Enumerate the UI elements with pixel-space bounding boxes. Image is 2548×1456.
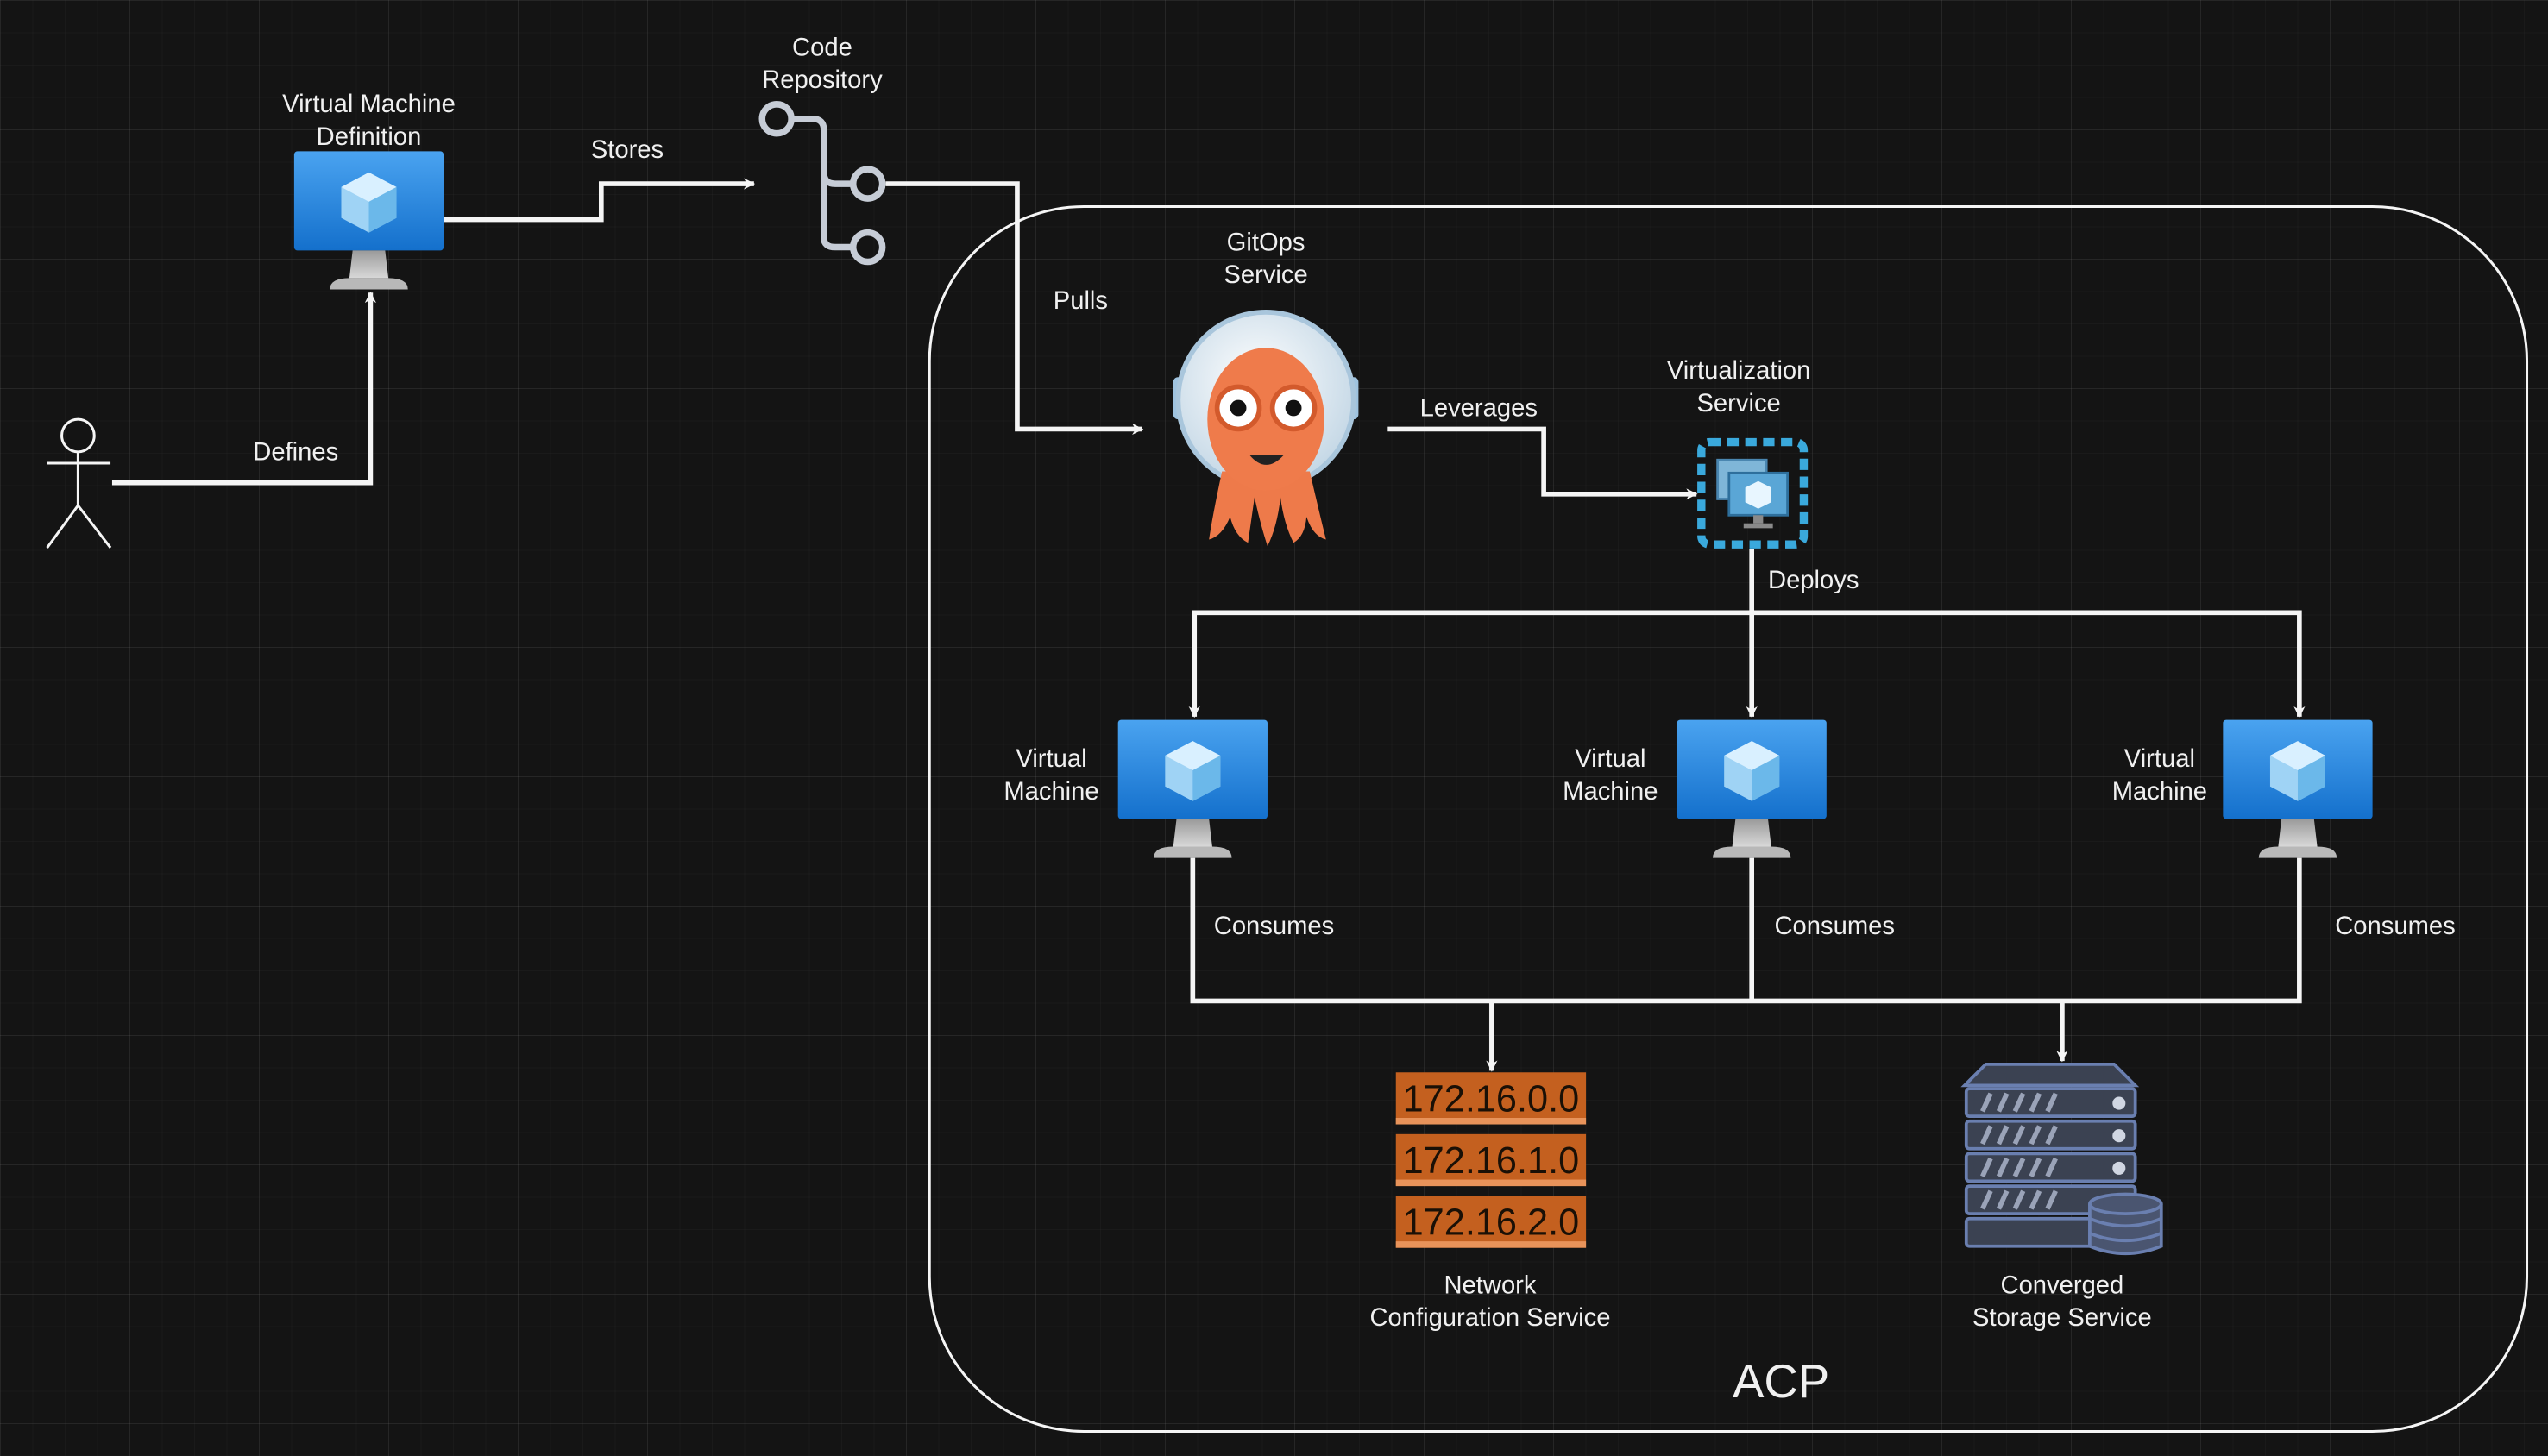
database-icon — [2088, 1192, 2163, 1256]
edge-consumes-label-2: Consumes — [1774, 913, 1895, 940]
virtual-machine-monitor-icon — [1117, 719, 1268, 858]
edge-stores: Stores — [442, 136, 756, 223]
vm1-label-line1: Virtual — [1016, 745, 1086, 773]
git-branch-icon — [758, 101, 886, 266]
virtual-machine-monitor-icon — [293, 151, 444, 290]
edge-consumes-label-3: Consumes — [2335, 913, 2456, 940]
edge-defines-label: Defines — [253, 438, 338, 466]
edge-deploys: Deploys — [1188, 549, 2306, 719]
ip-address-stack-icon: 172.16.0.0 172.16.1.0 172.16.2.0 — [1395, 1072, 1587, 1248]
vm-node-3: Virtual Machine — [2112, 719, 2373, 858]
code-repository-label-line2: Repository — [762, 66, 883, 94]
actor-node — [46, 417, 112, 549]
gitops-node: GitOps Service — [1173, 229, 1359, 547]
code-repository-node: Code Repository — [758, 34, 886, 266]
virtual-machine-monitor-icon — [1677, 719, 1827, 858]
acp-container — [928, 204, 2529, 1433]
network-node: 172.16.0.0 172.16.1.0 172.16.2.0 Network… — [1369, 1072, 1611, 1332]
ip-label-1: 172.16.0.0 — [1403, 1078, 1580, 1120]
vm1-label-line2: Machine — [1003, 778, 1098, 806]
vm-definition-label-line1: Virtual Machine — [282, 91, 456, 118]
ip-label-3: 172.16.2.0 — [1403, 1202, 1580, 1244]
vm3-label-line1: Virtual — [2124, 745, 2195, 773]
edge-pulls-label: Pulls — [1054, 287, 1108, 315]
vm-node-2: Virtual Machine — [1563, 719, 1827, 858]
storage-label-line1: Converged — [2000, 1271, 2123, 1299]
network-label-line2: Configuration Service — [1369, 1304, 1610, 1332]
edge-consumes: Consumes Consumes Consumes — [1190, 857, 2456, 1072]
virtualization-label-line1: Virtualization — [1667, 357, 1811, 385]
stick-figure-icon — [46, 417, 112, 549]
edge-leverages: Leverages — [1387, 394, 1698, 500]
edge-leverages-label: Leverages — [1420, 394, 1538, 422]
acp-container-label: ACP — [1733, 1355, 1829, 1408]
storage-node: Converged Storage Service — [1960, 1062, 2163, 1332]
edge-defines: Defines — [111, 291, 376, 486]
edge-pulls: Pulls — [885, 181, 1144, 436]
edge-deploys-label: Deploys — [1768, 567, 1859, 594]
network-label-line1: Network — [1444, 1271, 1536, 1299]
vm-definition-label-line2: Definition — [317, 123, 422, 151]
argo-octopus-icon — [1173, 310, 1359, 547]
code-repository-label-line1: Code — [792, 34, 852, 61]
ip-label-2: 172.16.1.0 — [1403, 1140, 1580, 1182]
gitops-label-line1: GitOps — [1227, 229, 1305, 256]
server-rack-storage-icon — [1960, 1062, 2163, 1256]
storage-label-line2: Storage Service — [1972, 1304, 2152, 1332]
virtualization-label-line2: Service — [1696, 390, 1780, 417]
edge-stores-label: Stores — [591, 136, 664, 164]
virtualization-icon — [1697, 437, 1809, 549]
vm2-label-line1: Virtual — [1575, 745, 1645, 773]
vm2-label-line2: Machine — [1563, 778, 1658, 806]
virtual-machine-monitor-icon — [2223, 719, 2373, 858]
gitops-label-line2: Service — [1224, 261, 1307, 289]
vm-node-1: Virtual Machine — [1003, 719, 1268, 858]
edge-consumes-label-1: Consumes — [1214, 913, 1335, 940]
vm-definition-node: Virtual Machine Definition — [282, 91, 456, 290]
virtualization-node: Virtualization Service — [1667, 357, 1811, 549]
vm3-label-line2: Machine — [2112, 778, 2207, 806]
